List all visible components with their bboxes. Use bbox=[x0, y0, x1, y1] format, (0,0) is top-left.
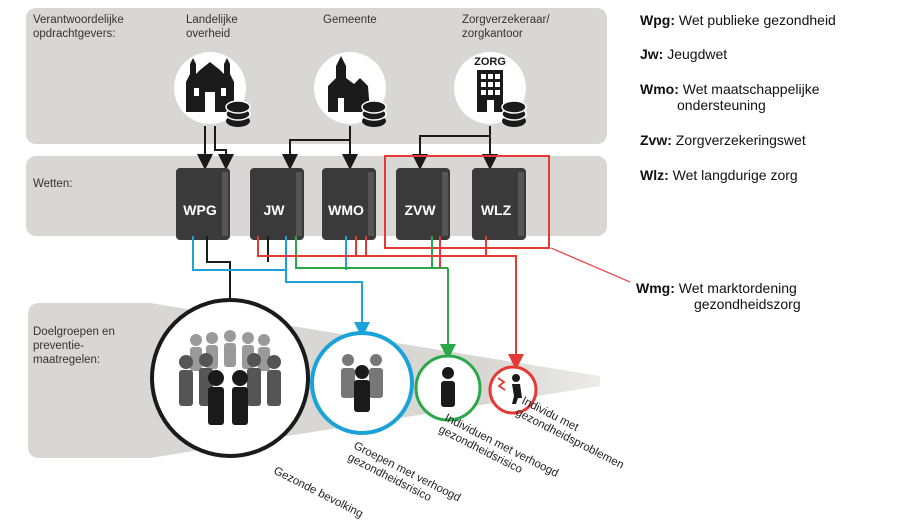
black-connectors bbox=[206, 236, 269, 326]
svg-text:WLZ: WLZ bbox=[481, 202, 512, 218]
legend-text: Jeugdwet bbox=[667, 46, 728, 62]
wmg-highlight-box bbox=[384, 155, 550, 249]
svg-text:ZVW: ZVW bbox=[404, 202, 436, 218]
legend-wmg: Wmg: Wet marktordening gezondheidszorg bbox=[636, 280, 801, 312]
law-book-wpg: WPG bbox=[176, 168, 230, 240]
municipality-label: Gemeente bbox=[323, 14, 377, 26]
insurer-sign-text: ZORG bbox=[474, 56, 506, 68]
group-elevated-risk-groups bbox=[310, 331, 414, 435]
svg-text:WPG: WPG bbox=[183, 202, 217, 218]
laws-label: Wetten: bbox=[33, 178, 73, 190]
insurer-label: Zorgverzekeraar/ zorgkantoor bbox=[462, 14, 550, 40]
legend-text: Wet marktordening bbox=[678, 280, 797, 296]
green-connectors bbox=[295, 236, 456, 360]
legend-abbr: Zvw: bbox=[640, 132, 672, 148]
legend-text-continued: ondersteuning bbox=[677, 97, 766, 113]
svg-text:JW: JW bbox=[264, 202, 286, 218]
target-groups-label: Doelgroepen en preventie- maatregelen: bbox=[33, 326, 115, 366]
legend-abbr: Wmg: bbox=[636, 280, 675, 296]
coins-icon bbox=[361, 100, 387, 127]
legend-wlz: Wlz: Wet langdurige zorg bbox=[640, 167, 798, 183]
blue-connectors bbox=[192, 236, 370, 338]
coins-icon bbox=[501, 100, 527, 127]
group-individual-health-problems bbox=[488, 365, 538, 415]
legend-text: Wet maatschappelijke bbox=[682, 81, 820, 97]
legend-abbr: Wmo: bbox=[640, 81, 679, 97]
coins-icon bbox=[225, 100, 251, 127]
law-book-zvw: ZVW bbox=[396, 168, 450, 240]
group-elevated-risk-individuals bbox=[414, 354, 482, 422]
red-connectors bbox=[257, 236, 524, 370]
law-book-wmo: WMO bbox=[322, 168, 376, 240]
wmg-pointer-line bbox=[550, 247, 631, 283]
group-healthy-population bbox=[150, 298, 310, 458]
legend-text: Wet publieke gezondheid bbox=[678, 12, 836, 28]
legend-abbr: Wpg: bbox=[640, 12, 675, 28]
svg-text:WMO: WMO bbox=[328, 202, 364, 218]
law-book-jw: JW bbox=[250, 168, 304, 240]
legend-jw: Jw: Jeugdwet bbox=[640, 46, 727, 62]
legend-zvw: Zvw: Zorgverzekeringswet bbox=[640, 132, 806, 148]
legend-abbr: Jw: bbox=[640, 46, 664, 62]
commissioners-label: Verantwoordelijke opdrachtgevers: bbox=[33, 14, 124, 40]
legend-wpg: Wpg: Wet publieke gezondheid bbox=[640, 12, 836, 28]
national-government-label: Landelijke overheid bbox=[186, 14, 238, 40]
commissioner-arrows bbox=[197, 126, 498, 170]
legend-text-continued: gezondheidszorg bbox=[694, 296, 801, 312]
pain-icon bbox=[497, 377, 506, 391]
legend-wmo: Wmo: Wet maatschappelijke ondersteuning bbox=[640, 81, 819, 113]
legend-text: Wet langdurige zorg bbox=[672, 167, 798, 183]
legend-text: Zorgverzekeringswet bbox=[675, 132, 806, 148]
legend-abbr: Wlz: bbox=[640, 167, 669, 183]
law-book-wlz: WLZ bbox=[472, 168, 526, 240]
